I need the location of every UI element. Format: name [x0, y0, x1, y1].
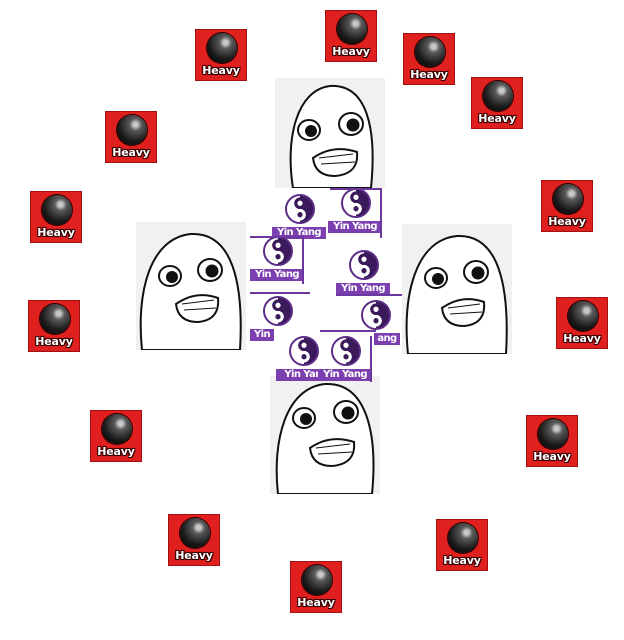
heavy-unit[interactable]: Heavy: [556, 297, 608, 349]
unit-label: ang: [374, 333, 400, 345]
selection-line: [370, 336, 372, 382]
black-ball-icon: [483, 81, 513, 111]
black-ball-icon: [180, 518, 210, 548]
unit-label: Heavy: [410, 68, 448, 81]
black-ball-icon: [538, 419, 568, 449]
face-unit-bottom[interactable]: [270, 376, 380, 494]
unit-label: Heavy: [112, 146, 150, 159]
unit-label: Yin Yan: [276, 369, 330, 381]
yin-yang-unit[interactable]: Yin Yang: [318, 336, 372, 386]
black-ball-icon: [448, 523, 478, 553]
black-ball-icon: [568, 301, 598, 331]
black-ball-icon: [42, 195, 72, 225]
yin-yang-unit[interactable]: ang: [348, 300, 402, 350]
face-unit-top[interactable]: [275, 78, 385, 188]
heavy-unit[interactable]: Heavy: [436, 519, 488, 571]
heavy-unit[interactable]: Heavy: [105, 111, 157, 163]
black-ball-icon: [302, 565, 332, 595]
yin-yang-unit[interactable]: Yin Yan: [276, 330, 376, 386]
black-ball-icon: [415, 37, 445, 67]
unit-label: Heavy: [563, 332, 601, 345]
face-unit-left[interactable]: [136, 222, 246, 350]
yin-yang-unit[interactable]: Yin: [250, 292, 310, 346]
black-ball-icon: [337, 14, 367, 44]
unit-label: Heavy: [443, 554, 481, 567]
selection-line: [250, 292, 310, 294]
unit-label: Heavy: [548, 215, 586, 228]
black-ball-icon: [207, 33, 237, 63]
unit-label: Heavy: [35, 335, 73, 348]
selection-line: [380, 188, 382, 238]
rage-face-icon: [139, 232, 242, 350]
yin-yang-icon: [285, 194, 315, 224]
heavy-unit[interactable]: Heavy: [28, 300, 80, 352]
yin-yang-icon: [289, 336, 319, 366]
unit-label: Heavy: [297, 596, 335, 609]
selection-line: [320, 330, 376, 332]
unit-label: Heavy: [175, 549, 213, 562]
yin-yang-unit[interactable]: Yin Yang: [336, 250, 402, 300]
yin-yang-unit[interactable]: Yin Yang: [250, 236, 304, 286]
unit-label: Heavy: [533, 450, 571, 463]
black-ball-icon: [553, 184, 583, 214]
heavy-unit[interactable]: Heavy: [526, 415, 578, 467]
yin-yang-icon: [341, 188, 371, 218]
rage-face-icon: [289, 84, 374, 188]
unit-label: Yin: [250, 329, 274, 341]
heavy-unit[interactable]: Heavy: [403, 33, 455, 85]
heavy-unit[interactable]: Heavy: [30, 191, 82, 243]
heavy-unit[interactable]: Heavy: [290, 561, 342, 613]
unit-label: Yin Yang: [336, 283, 390, 295]
heavy-unit[interactable]: Heavy: [195, 29, 247, 81]
selection-line: [336, 294, 402, 296]
unit-label: Heavy: [202, 64, 240, 77]
unit-label: Yin Yang: [328, 221, 382, 233]
face-unit-right[interactable]: [402, 224, 512, 354]
selection-line: [330, 188, 382, 190]
unit-label: Heavy: [97, 445, 135, 458]
yin-yang-icon: [263, 296, 293, 326]
unit-label: Heavy: [37, 226, 75, 239]
heavy-unit[interactable]: Heavy: [541, 180, 593, 232]
unit-label: Heavy: [478, 112, 516, 125]
selection-line: [250, 236, 304, 238]
black-ball-icon: [102, 414, 132, 444]
unit-label: Yin Yang: [318, 369, 372, 381]
unit-label: Heavy: [332, 45, 370, 58]
heavy-unit[interactable]: Heavy: [325, 10, 377, 62]
heavy-unit[interactable]: Heavy: [90, 410, 142, 462]
black-ball-icon: [117, 115, 147, 145]
heavy-unit[interactable]: Heavy: [471, 77, 523, 129]
black-ball-icon: [40, 304, 70, 334]
yin-yang-icon: [263, 236, 293, 266]
selection-line: [302, 236, 304, 284]
yin-yang-icon: [361, 300, 391, 330]
yin-yang-icon: [349, 250, 379, 280]
yin-yang-unit[interactable]: Yin Yang: [328, 188, 382, 238]
heavy-unit[interactable]: Heavy: [168, 514, 220, 566]
yin-yang-icon: [331, 336, 361, 366]
unit-label: Yin Yang: [250, 269, 304, 281]
rage-face-icon: [275, 382, 375, 494]
rage-face-icon: [405, 234, 508, 354]
